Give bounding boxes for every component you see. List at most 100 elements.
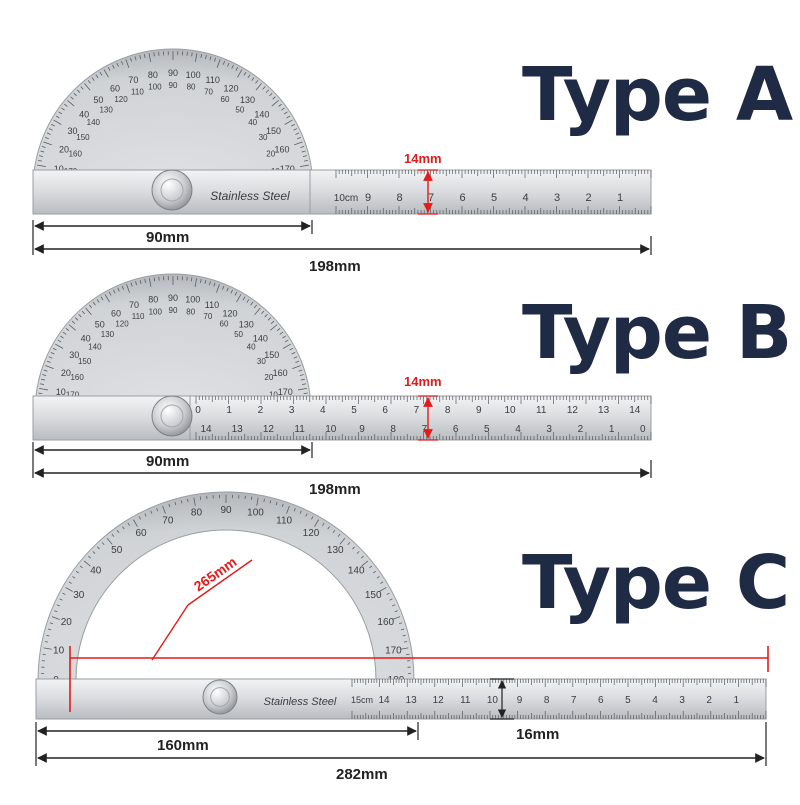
degree-label: 30 [73,590,85,601]
degree-label: 150 [264,350,279,360]
rule-number: 1 [617,192,623,204]
rule-number-top: 5 [351,405,357,416]
rule-number: 2 [706,695,712,706]
rule-number-top: 2 [258,405,264,416]
rule-number: 1 [734,695,740,706]
degree-label: 160 [274,144,289,154]
rule-number-top: 1 [226,405,232,416]
rule-number-bottom: 13 [232,424,244,435]
degree-tick [191,277,192,281]
rule-number: 6 [598,695,604,706]
rule-number: 8 [544,695,550,706]
rule-number: 14 [378,695,390,706]
type-b-head-width: 90mm [146,453,189,470]
rule-number-bottom: 9 [359,424,365,435]
degree-label-inner: 140 [87,118,101,127]
degree-label: 120 [222,308,237,318]
degree-label-inner: 120 [114,95,128,104]
rule-number-bottom: 10 [325,424,337,435]
degree-label: 100 [185,295,200,305]
type-b-rule-width: 14mm [404,374,442,389]
degree-label: 160 [377,617,394,628]
degree-tick [154,52,155,56]
rule-number-top: 14 [629,405,641,416]
rule-number: 10 [487,695,499,706]
degree-label-inner: 20 [266,149,275,158]
rule-number: 7 [571,695,577,706]
degree-label: 50 [93,95,103,105]
lock-knob [152,170,192,210]
degree-label: 70 [162,515,174,526]
degree-label: 70 [129,300,139,310]
degree-label-inner: 120 [115,320,129,329]
engraving-text: Stainless Steel [210,189,290,203]
degree-label-inner: 130 [99,105,113,114]
rule-number-top: 3 [289,405,295,416]
rule-number: 7 [428,192,434,204]
rule-number-top: 0 [195,405,201,416]
rule-unit-label: 15cm [351,695,373,705]
type-b-total-length: 198mm [309,481,361,498]
rule-number: 5 [491,192,497,204]
degree-label: 120 [223,84,238,94]
degree-label-inner: 110 [131,87,144,96]
type-a-head-width: 90mm [146,229,189,246]
degree-label-inner: 70 [203,312,212,321]
degree-label: 50 [111,545,123,556]
degree-label-inner: 60 [221,95,230,104]
degree-label: 20 [61,617,73,628]
degree-label: 20 [59,144,69,154]
degree-label-inner: 80 [186,308,195,317]
degree-label-inner: 50 [234,330,243,339]
degree-label-inner: 100 [149,308,163,317]
rule-number-bottom: 0 [640,424,646,435]
degree-label: 40 [90,566,102,577]
rule-number-bottom: 12 [263,424,275,435]
type-c-head-width: 160mm [157,737,209,754]
degree-label: 50 [95,320,105,330]
degree-label: 10 [53,645,65,656]
degree-label: 130 [327,545,344,556]
degree-label-inner: 90 [169,81,178,90]
degree-label: 160 [273,368,288,378]
rule-number-top: 4 [320,405,326,416]
type-a-rule-width: 14mm [404,151,442,166]
degree-label: 130 [240,95,255,105]
rule-number-bottom: 4 [515,424,521,435]
rule-number-bottom: 7 [422,424,428,435]
engraving-text: Stainless Steel [264,696,337,708]
lock-knob [203,680,237,714]
rule-number-top: 6 [382,405,388,416]
degree-label: 110 [205,75,219,85]
degree-label: 100 [186,70,201,80]
type-a-total-length: 198mm [309,258,361,275]
rule-number-top: 7 [414,405,420,416]
degree-tick [304,393,308,394]
degree-label-inner: 90 [169,306,178,315]
rule-number: 9 [365,192,371,204]
radius-leader [152,605,188,660]
degree-label-inner: 160 [69,149,83,158]
degree-label: 110 [205,300,219,310]
degree-label-inner: 160 [70,373,84,382]
rule-number: 8 [396,192,402,204]
rule-unit-label: 10cm [334,193,358,204]
degree-label: 170 [385,645,402,656]
ruler-blade [310,170,651,214]
degree-label-inner: 40 [247,342,256,351]
degree-label: 80 [148,295,158,305]
rule-number-bottom: 2 [578,424,584,435]
degree-label: 90 [168,68,178,78]
degree-label-inner: 140 [88,342,102,351]
degree-label-inner: 80 [187,83,196,92]
degree-label: 100 [247,508,264,519]
degree-label: 140 [348,566,365,577]
rule-number-top: 8 [445,405,451,416]
degree-label-inner: 40 [248,118,257,127]
degree-label-inner: 130 [101,330,115,339]
degree-tick [192,52,193,56]
type-a-title: Type A [522,52,792,138]
degree-label: 60 [135,528,147,539]
degree-label-inner: 150 [76,133,90,142]
